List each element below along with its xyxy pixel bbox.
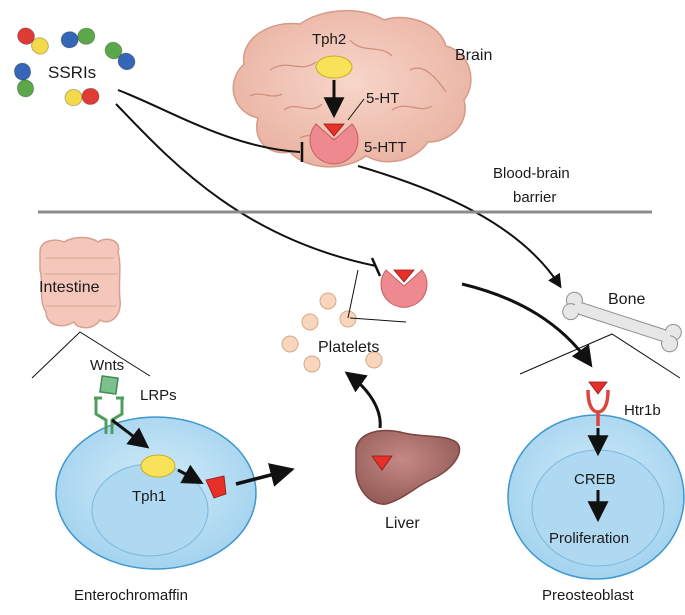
intestine-label: Intestine	[39, 279, 100, 296]
liver-to-platelets-arrow	[344, 371, 382, 429]
platelets-label: Platelets	[318, 339, 379, 356]
ssri-to-brain-inhibition	[117, 89, 301, 153]
htr1b-label: Htr1b	[624, 402, 661, 419]
gut-serotonin-molecule	[205, 475, 227, 499]
liver-label: Liver	[385, 515, 420, 532]
tph1-label: Tph1	[132, 488, 166, 505]
platelet-to-bone-arrow	[461, 282, 593, 368]
five-ht-label: 5-HT	[366, 90, 399, 107]
lrps-receptor	[94, 396, 124, 434]
pill-2	[60, 27, 96, 49]
bone-label: Bone	[608, 291, 645, 308]
tph1-enzyme	[140, 454, 176, 478]
brain	[232, 10, 472, 168]
five-ht-pointer	[347, 98, 365, 121]
htr1b-receptor	[586, 389, 610, 426]
liver-shape	[355, 429, 461, 505]
pill-3	[104, 41, 136, 71]
tph2-label: Tph2	[312, 31, 346, 48]
platelet-inhibition-bar	[370, 257, 382, 277]
enterochromaffin-label: Enterochromaffin	[74, 587, 188, 604]
creb-label: CREB	[574, 471, 616, 488]
pill-1	[17, 27, 49, 55]
intestine-zoom-lines	[31, 331, 151, 379]
pill-5	[64, 87, 100, 107]
brain-5htt-transporter	[309, 123, 359, 165]
brain-serotonin-molecule	[323, 123, 345, 137]
intestine	[39, 236, 121, 329]
brain-folds	[249, 39, 447, 140]
lrp-to-tph1-arrow	[111, 418, 150, 449]
five-htt-label: 5-HTT	[364, 139, 407, 156]
bone	[562, 291, 682, 353]
platelet-5htt-transporter	[380, 269, 428, 308]
platelet	[281, 335, 299, 353]
pill-4	[13, 62, 35, 98]
bbb-label-line2: barrier	[513, 189, 556, 206]
platelet-serotonin-molecule	[393, 269, 415, 283]
ssris-label: SSRIs	[48, 63, 96, 82]
platelet	[339, 310, 357, 328]
platelet	[319, 292, 337, 310]
proliferation-label: Proliferation	[549, 530, 629, 547]
intestine-shape	[39, 236, 121, 329]
tph2-enzyme	[315, 55, 353, 79]
gut-to-platelet-arrow	[235, 463, 295, 487]
wnts-label: Wnts	[90, 357, 124, 374]
platelet-zoom-lines	[347, 269, 407, 323]
bone-zoom-lines	[519, 333, 681, 379]
bbb-label-line1: Blood-brain	[493, 165, 570, 182]
lrps-label: LRPs	[140, 387, 177, 404]
brain-to-bone-arrow	[357, 165, 562, 289]
ssri-pills	[13, 27, 136, 107]
platelet	[303, 355, 321, 373]
platelet	[365, 351, 383, 369]
ssri-to-platelet-inhibition	[115, 103, 377, 267]
brain-label: Brain	[455, 47, 492, 64]
platelet	[301, 313, 319, 331]
liver-serotonin-molecule	[371, 455, 393, 471]
bone-serotonin-molecule	[588, 381, 608, 395]
brain-shape	[232, 10, 472, 168]
wnts-ligand	[99, 375, 119, 395]
tph1-to-serotonin-arrow	[177, 464, 204, 485]
preosteoblast-label: Preosteoblast	[542, 587, 635, 604]
platelets	[281, 292, 383, 373]
